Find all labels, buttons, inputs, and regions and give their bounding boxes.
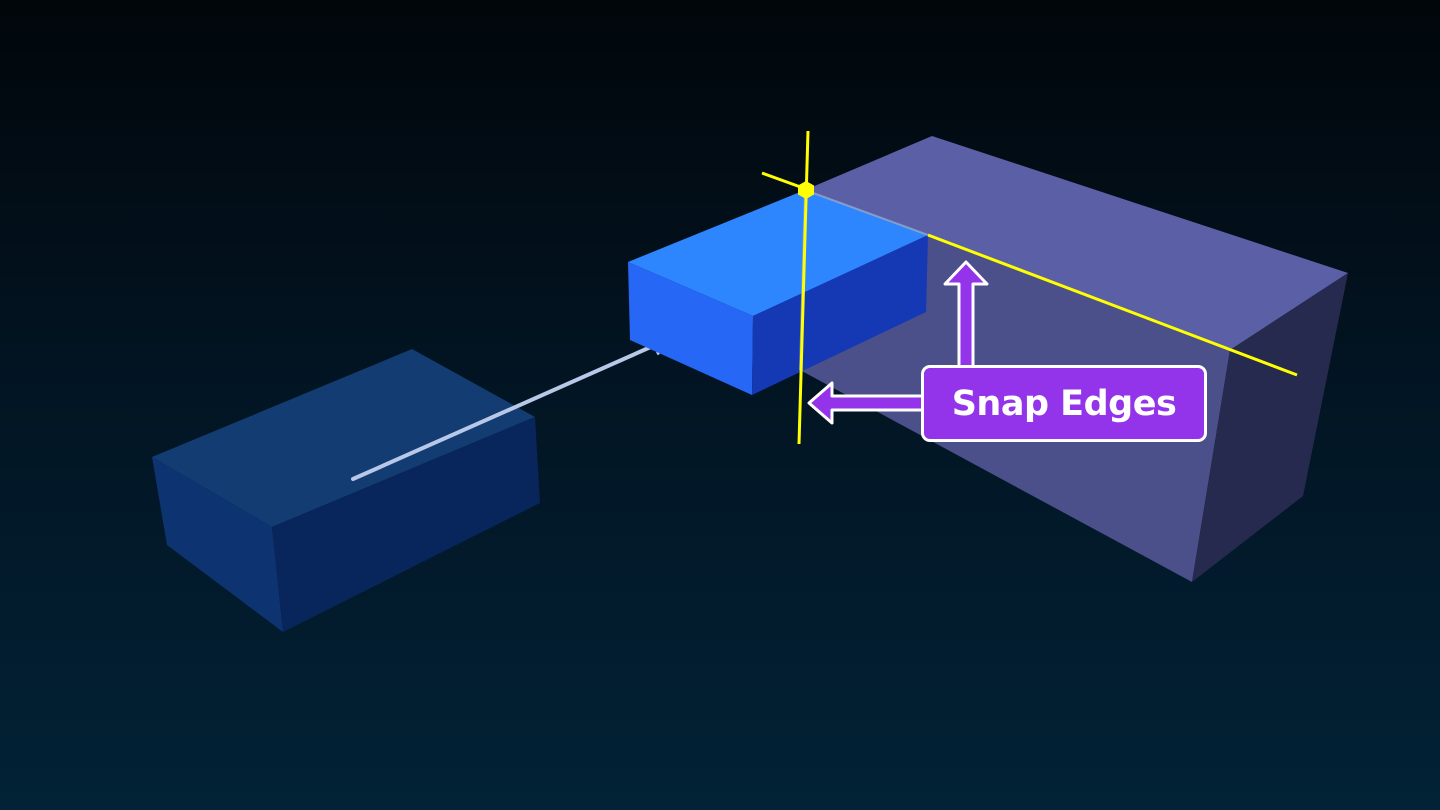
moving-block-side-face — [752, 235, 928, 395]
moving-block-front-face — [628, 262, 753, 395]
snap-edges-label: Snap Edges — [921, 365, 1207, 442]
target-block-top-face — [805, 136, 1348, 350]
snap-guide-edge — [927, 233, 1298, 377]
motion-arrow-shaft — [351, 340, 664, 481]
snap-edges-label-text: Snap Edges — [951, 383, 1177, 424]
hidden-edge — [804, 189, 929, 236]
moving-block[interactable] — [628, 190, 928, 395]
ghost-block-top-face — [152, 349, 535, 527]
target-block — [800, 136, 1348, 582]
moving-block-top-face — [628, 190, 928, 316]
hexagon-icon — [798, 181, 814, 199]
ghost-block-front-face — [152, 457, 283, 632]
ghost-block — [152, 349, 540, 632]
ghost-block-side-face — [272, 417, 540, 632]
